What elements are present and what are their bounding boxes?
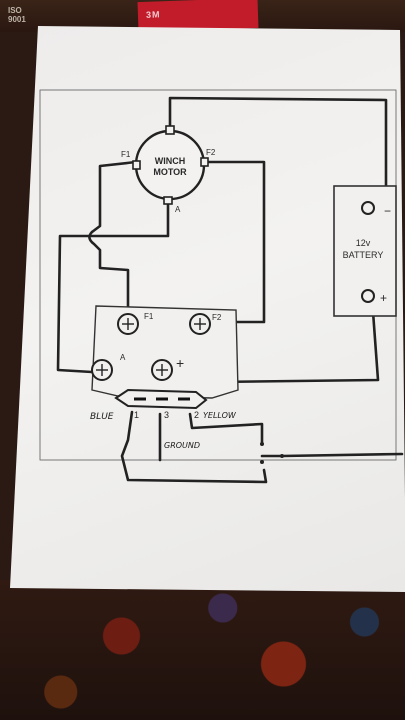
pin-3-label: 3 xyxy=(164,410,169,420)
battery-label-line1: 12v xyxy=(356,238,371,248)
motor-label-line2: MOTOR xyxy=(153,167,187,177)
handwritten-blue: BLUE xyxy=(90,412,114,422)
battery-positive-terminal xyxy=(361,289,375,303)
motor-f1-label: F1 xyxy=(121,150,131,159)
switch-box-left xyxy=(120,410,268,484)
wire-a-crossing xyxy=(56,198,170,374)
battery-negative-terminal xyxy=(361,201,375,215)
solenoid-f1-label: F1 xyxy=(144,312,154,321)
battery-minus-label: − xyxy=(384,204,391,218)
iso-badge-line1: ISO xyxy=(8,6,22,15)
motor-f1-terminal xyxy=(132,160,141,170)
iso-badge: ISO 9001 xyxy=(8,6,56,28)
iso-badge-line2: 9001 xyxy=(8,15,26,24)
handwritten-ground: GROUND xyxy=(164,441,200,450)
wire-f1-upper xyxy=(90,160,138,234)
pin-1-label: 1 xyxy=(134,410,139,420)
motor-a-terminal xyxy=(163,196,173,205)
wire-f1-lower xyxy=(88,230,130,324)
pin-2-label: 2 xyxy=(194,410,199,420)
motor-top-terminal xyxy=(165,125,175,135)
handwritten-yellow: YELLOW xyxy=(203,411,237,420)
motor-label-line1: WINCH xyxy=(155,156,186,166)
motor-f2-terminal xyxy=(200,157,209,167)
solenoid-a-label: A xyxy=(120,353,126,362)
motor-a-label: A xyxy=(175,205,181,214)
battery-plus-label: + xyxy=(380,291,387,305)
switch-contact-upper xyxy=(260,442,264,446)
solenoid-plus-label: + xyxy=(176,355,184,371)
switch-common-contact xyxy=(280,454,284,458)
switch-yellow-wire xyxy=(188,412,264,446)
patterned-rug xyxy=(0,580,405,720)
switch-contact-lower xyxy=(260,460,264,464)
solenoid-f2-label: F2 xyxy=(212,313,222,322)
battery-label-line2: BATTERY xyxy=(343,250,384,260)
wire-f2 xyxy=(200,160,266,324)
motor-f2-label: F2 xyxy=(206,148,216,157)
